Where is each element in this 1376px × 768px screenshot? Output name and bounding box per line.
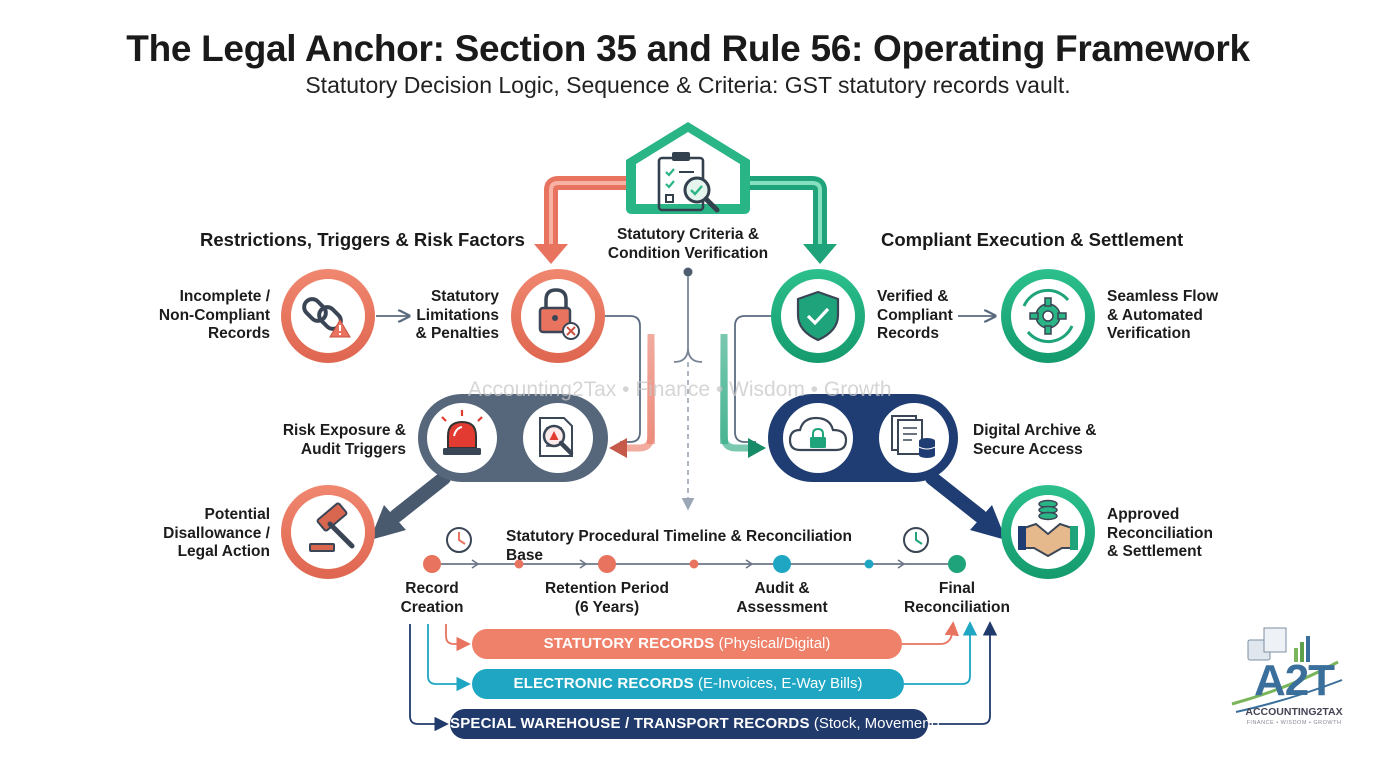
verified-to-archive-connector xyxy=(720,315,775,458)
risk-exposure-group xyxy=(418,394,608,482)
digital-archive-group xyxy=(768,394,958,482)
audit-document-icon xyxy=(539,417,574,457)
automation-gear-icon xyxy=(1001,269,1095,363)
archive-to-approved-arrow xyxy=(925,471,1006,540)
alarm-siren-icon xyxy=(441,410,483,455)
seamless-flow-label: Seamless Flow & Automated Verification xyxy=(1107,288,1219,342)
digital-archive-label: Digital Archive & Secure Access xyxy=(973,422,1097,458)
left-heading: Restrictions, Triggers & Risk Factors xyxy=(200,229,525,250)
risk-exposure-label: Risk Exposure & Audit Triggers xyxy=(282,422,406,458)
watermark: Accounting2Tax • Finance • Wisdom • Grow… xyxy=(468,378,892,401)
risk-to-disallowance-arrow xyxy=(370,471,451,540)
logo-tagline: FINANCE • WISDOM • GROWTH xyxy=(1246,720,1342,726)
limitations-to-risk-connector xyxy=(600,315,655,458)
timeline-title: Statutory Procedural Timeline & Reconcil… xyxy=(506,528,852,564)
timeline-node-retention xyxy=(598,555,616,573)
electronic-records-pill: ELECTRONIC RECORDS (E-Invoices, E-Way Bi… xyxy=(472,669,904,699)
handshake-coins-icon xyxy=(1001,485,1095,579)
timeline-stage-audit: Audit & Assessment xyxy=(736,580,828,616)
top-left-arrow xyxy=(534,176,634,264)
top-right-arrow xyxy=(742,176,837,264)
verified-records-label: Verified & Compliant Records xyxy=(877,288,953,342)
timeline-node-audit xyxy=(773,555,791,573)
gavel-icon xyxy=(281,485,375,579)
center-criteria-label: Statutory Criteria & Condition Verificat… xyxy=(607,226,769,262)
broken-link-icon xyxy=(281,269,375,363)
timeline-node-record-creation xyxy=(423,555,441,573)
lock-penalty-icon xyxy=(511,269,605,363)
timeline-stage-final: Final Reconciliation xyxy=(904,580,1010,616)
right-heading: Compliant Execution & Settlement xyxy=(881,229,1184,250)
center-decision-lines xyxy=(673,267,703,511)
timeline-stage-retention: Retention Period (6 Years) xyxy=(544,580,669,616)
record-flow-lines xyxy=(409,621,998,732)
limitations-label: Statutory Limitations & Penalties xyxy=(415,288,499,342)
warehouse-transport-records-pill: SPECIAL WAREHOUSE / TRANSPORT RECORDS (S… xyxy=(450,709,940,739)
checklist-house-icon xyxy=(626,122,750,214)
incomplete-records-label: Incomplete / Non-Compliant Records xyxy=(158,288,270,342)
statutory-records-pill: STATUTORY RECORDS (Physical/Digital) xyxy=(472,629,902,659)
page-title: The Legal Anchor: Section 35 and Rule 56… xyxy=(126,28,1250,69)
logo-mark: A2T xyxy=(1253,656,1335,705)
logo-brand: ACCOUNTING2TAX xyxy=(1245,706,1343,718)
procedural-timeline xyxy=(423,527,966,573)
timeline-stage-record-creation: Record Creation xyxy=(400,580,464,616)
a2t-logo: A2T ACCOUNTING2TAX FINANCE • WISDOM • GR… xyxy=(1226,620,1362,735)
disallowance-label: Potential Disallowance / Legal Action xyxy=(163,506,270,560)
documents-database-icon xyxy=(891,415,936,458)
a2t-logo-graphic xyxy=(1231,627,1343,713)
timeline-node-final xyxy=(948,555,966,573)
page-subtitle: Statutory Decision Logic, Sequence & Cri… xyxy=(305,72,1071,98)
approved-reconciliation-label: Approved Reconciliation & Settlement xyxy=(1107,506,1213,560)
shield-check-icon xyxy=(771,269,865,363)
cloud-lock-icon xyxy=(788,416,848,452)
